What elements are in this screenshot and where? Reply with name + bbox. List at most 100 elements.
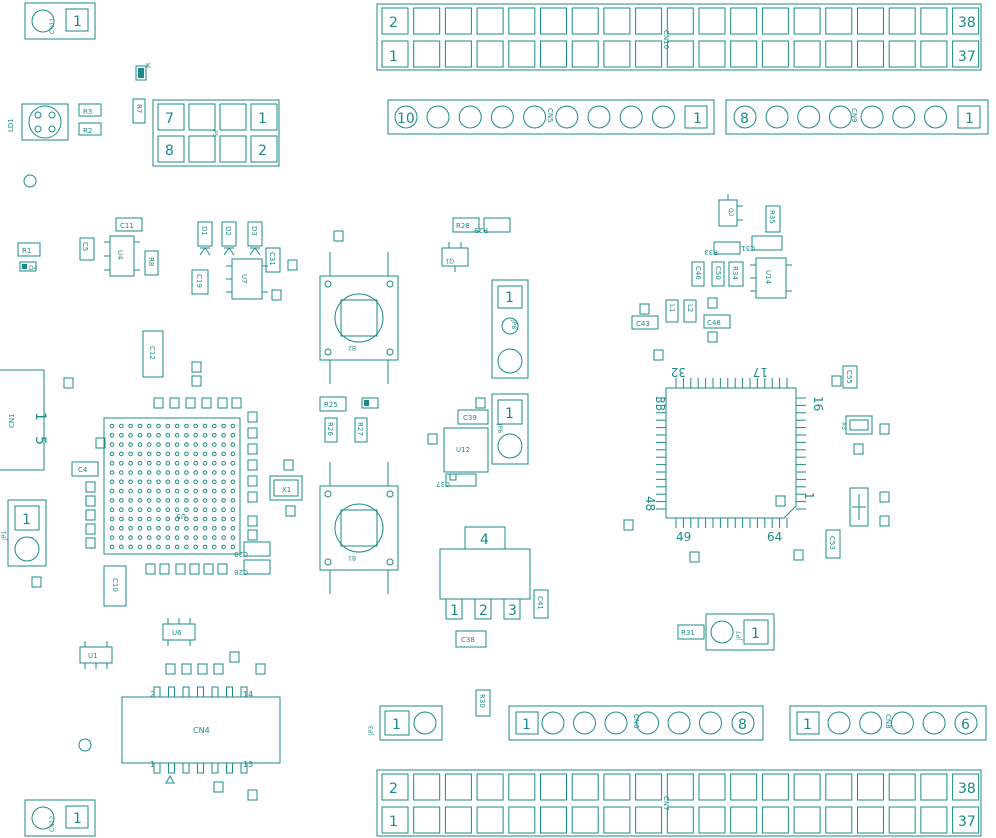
bga-ball — [109, 526, 115, 531]
smd-pad — [271, 289, 282, 301]
header-pin — [827, 711, 851, 735]
header-pad — [444, 773, 472, 801]
header-pin — [555, 105, 579, 129]
bga-ball — [137, 535, 143, 540]
cn1-connector: 1 5 CN1 — [0, 369, 48, 471]
smd-pad — [287, 259, 298, 271]
bga-ball — [146, 460, 152, 466]
bga-ball — [165, 488, 171, 494]
cn9-header: 8 1 CN9 — [725, 99, 989, 135]
bga-ball — [128, 507, 133, 513]
header-pad — [730, 806, 758, 834]
x3-label: X3 — [840, 422, 847, 430]
bga-ball — [184, 516, 189, 522]
bga-ball — [193, 535, 198, 540]
jp7-jumper: 1 JP7 — [705, 613, 775, 651]
bga-ball — [230, 470, 236, 475]
header-pin — [636, 711, 659, 735]
smd-pad — [191, 361, 202, 373]
p5-pin-7: 7 — [165, 111, 174, 127]
smd-pad — [231, 397, 242, 409]
cn1-pin-1: 1 — [32, 412, 48, 421]
smd-pad — [247, 789, 258, 801]
bga-ball — [174, 423, 180, 429]
bga-ball — [174, 479, 180, 485]
bga-ball — [221, 423, 226, 429]
x2-crystal — [849, 487, 869, 527]
u13-pin-48: 48 — [643, 496, 657, 511]
bga-ball — [202, 470, 208, 475]
diodes: D1 D2 D3 K D4 — [19, 62, 379, 409]
cn4-pin-13: 13 — [243, 760, 253, 769]
r30-label: R30 — [478, 694, 486, 708]
jp6-label: JP6 — [496, 423, 503, 433]
cn9-pin-8: 8 — [740, 111, 749, 127]
bga-ball — [212, 526, 217, 531]
cn4-pin-1: 1 — [150, 760, 155, 769]
bga-ball — [156, 544, 161, 550]
header-pad — [825, 773, 853, 801]
bga-ball — [221, 451, 226, 457]
header-pad — [540, 40, 567, 68]
cn11-label: CN11 — [49, 18, 56, 34]
bga-ball — [212, 433, 217, 438]
cn4-pin — [168, 762, 175, 774]
cn4-pin — [211, 762, 219, 774]
u7-label: U7 — [240, 274, 248, 284]
b1-label: B1 — [348, 554, 356, 561]
bga-ball — [165, 516, 171, 522]
smd-pad — [85, 523, 96, 535]
cn6-pin-1: 1 — [522, 717, 531, 733]
cn7-pin-37: 37 — [958, 814, 976, 830]
header-pad — [381, 40, 409, 68]
bga-ball — [146, 470, 152, 475]
smd-pad — [879, 423, 890, 435]
cn4-pin — [197, 762, 204, 774]
bga-ball — [119, 460, 124, 466]
bga-ball — [193, 516, 198, 522]
jp3-pin-1: 1 — [392, 717, 401, 733]
header-pad — [571, 806, 599, 834]
header-pin — [860, 105, 884, 129]
smd-pad — [247, 529, 258, 541]
cn4-pin — [240, 762, 248, 774]
header-pad — [476, 806, 504, 834]
c41-label: C41 — [536, 596, 544, 610]
cn7-pin-2: 2 — [389, 781, 398, 797]
bga-ball — [221, 498, 226, 503]
bga-ball — [221, 544, 226, 550]
u4-label: U4 — [116, 250, 124, 260]
bga-ball — [230, 516, 236, 522]
header-pin — [765, 105, 789, 129]
smd-pad — [159, 563, 170, 575]
bga-ball — [212, 460, 217, 466]
header-pad — [444, 7, 472, 35]
cn4-pin-14: 14 — [243, 690, 253, 699]
header-pin — [523, 105, 547, 129]
cn10-pin-1: 1 — [389, 49, 398, 65]
cn9-label: CN9 — [850, 108, 858, 123]
bga-ball — [230, 507, 236, 513]
u11-regulator: 4 1 2 3 — [439, 526, 531, 620]
ld1-led: LD1 — [7, 103, 69, 141]
bga-ball — [156, 470, 161, 475]
header-pad — [413, 7, 441, 35]
smd-pad — [853, 443, 864, 455]
smd-pad — [31, 576, 42, 588]
jp8-jumper: 1 JP8 — [491, 279, 529, 379]
header-pad — [571, 40, 599, 68]
bga-ball — [119, 470, 124, 475]
bga-ball — [165, 526, 171, 531]
smd-pad — [793, 549, 804, 561]
bga-ball — [156, 442, 161, 447]
c12-label: C12 — [148, 346, 156, 360]
smd-pad — [247, 475, 258, 487]
header-pad — [381, 773, 409, 801]
u13-pin-32: 32 — [671, 365, 686, 379]
bga-ball — [174, 535, 180, 540]
p5-pin-2: 2 — [258, 143, 267, 159]
bga-ball — [165, 460, 171, 466]
header-pad — [413, 806, 441, 834]
bga-ball — [146, 498, 152, 503]
